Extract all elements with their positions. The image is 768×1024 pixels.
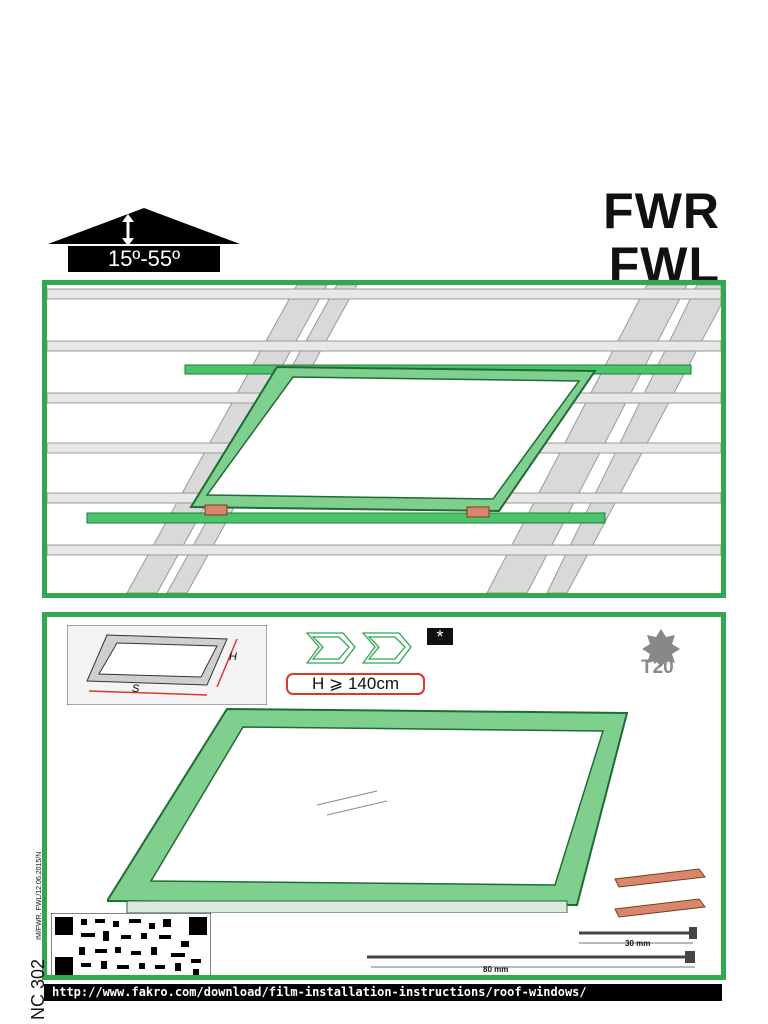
screw-short-length: 30 mm — [625, 939, 651, 948]
installation-step-panel — [42, 280, 726, 598]
roof-pitch-icon — [48, 208, 240, 246]
screw-30mm-icon — [579, 927, 697, 944]
download-url[interactable]: http://www.fakro.com/download/film-insta… — [44, 984, 722, 1001]
thumbnail-label-h: H — [229, 651, 237, 663]
screw-long-length: 80 mm — [483, 965, 509, 974]
window-frame-illustration — [107, 707, 629, 913]
copper-wedges-icon — [614, 868, 706, 918]
thumbnail-label-s: S — [132, 683, 140, 695]
min-height-note: H ⩾ 140cm — [286, 673, 425, 695]
torx-bit-icon — [642, 629, 680, 667]
screw-80mm-icon — [367, 951, 695, 968]
roof-frame-illustration — [47, 285, 721, 593]
doc-reference: IM/FWR, FWL/12.06.2015/N — [36, 851, 43, 940]
optional-item-mark: * — [427, 628, 453, 647]
pitch-range-label: 15º-55º — [68, 246, 220, 272]
model-title-fwr: FWR — [603, 183, 720, 239]
flashing-parts-icon — [305, 632, 412, 664]
qr-code — [51, 913, 211, 975]
torx-size-label: T20 — [641, 657, 674, 678]
window-dimension-thumbnail — [67, 625, 267, 705]
components-panel: S H * H ⩾ 140cm T20 30 mm — [42, 612, 726, 980]
